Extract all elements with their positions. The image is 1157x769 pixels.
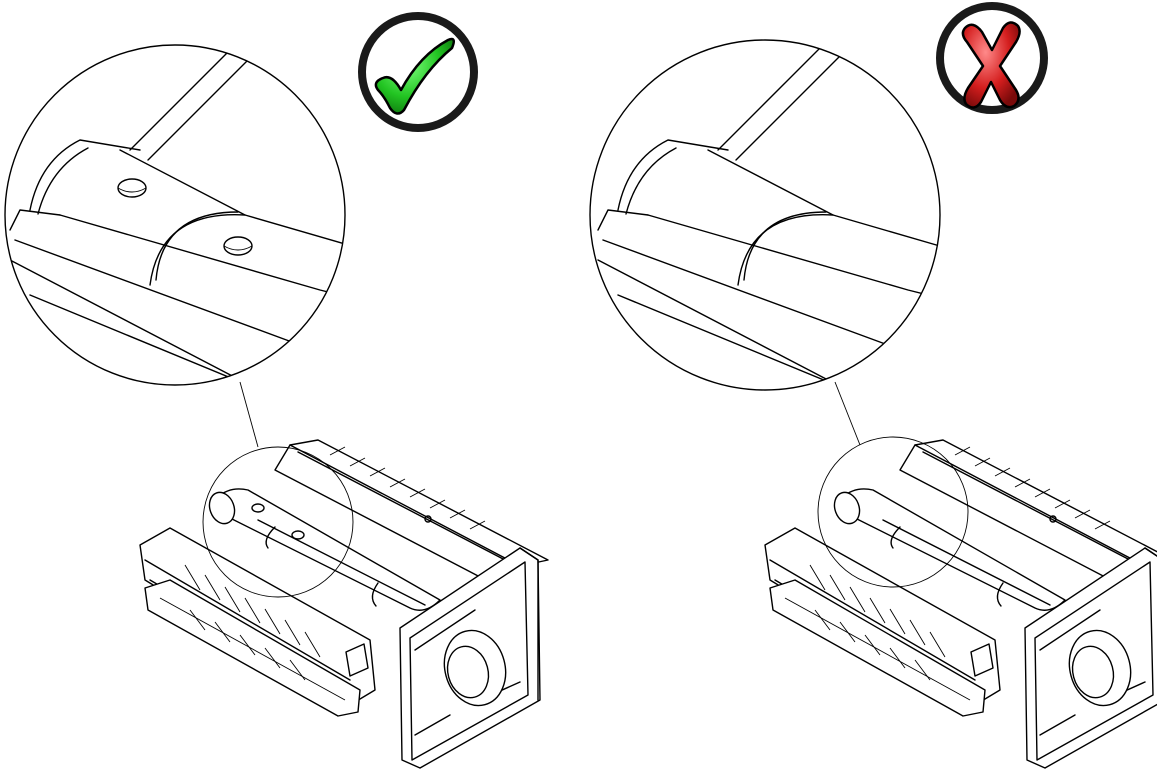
magnified-circle-right xyxy=(589,39,941,391)
assembly-right xyxy=(764,439,1157,769)
leader-line-left xyxy=(239,381,259,448)
incorrect-panel xyxy=(589,2,1157,769)
pin-left-1 xyxy=(251,503,265,513)
pin-zoom-2 xyxy=(223,236,253,256)
leader-line-right xyxy=(834,381,861,446)
green-checkmark-icon xyxy=(358,12,478,132)
magnified-detail-right xyxy=(597,40,940,390)
red-x-icon xyxy=(936,2,1048,114)
magnified-circle-left xyxy=(4,44,346,386)
assembly-left xyxy=(139,439,549,769)
correct-panel xyxy=(4,12,549,769)
magnified-detail-left xyxy=(9,45,345,385)
detail-callout-small-left xyxy=(202,446,354,598)
pin-left-2 xyxy=(291,530,305,540)
detail-callout-small-right xyxy=(817,436,969,588)
pin-zoom-1 xyxy=(117,178,147,198)
